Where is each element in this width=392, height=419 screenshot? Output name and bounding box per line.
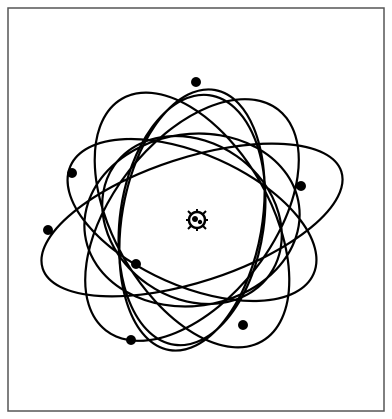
electron-dot-icon <box>131 259 141 269</box>
electron-dot-icon <box>296 181 306 191</box>
electron-dot-icon <box>238 320 248 330</box>
nucleus-icon <box>186 209 208 231</box>
electron-group <box>43 77 306 345</box>
electron-dot-icon <box>191 77 201 87</box>
electron-dot-icon <box>126 335 136 345</box>
electron-dot-icon <box>43 225 53 235</box>
electron-dot-icon <box>67 168 77 178</box>
